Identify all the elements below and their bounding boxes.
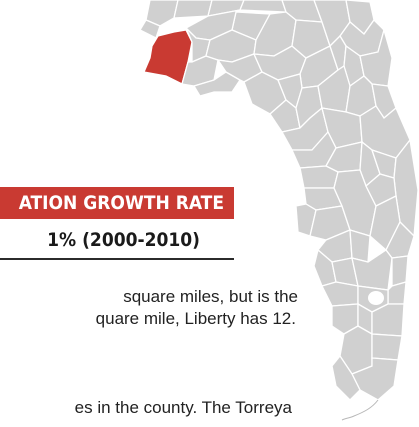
county-west-5 xyxy=(239,0,287,13)
county-west-2 xyxy=(173,0,213,19)
florida-keys xyxy=(341,399,379,421)
county-charlotte-area xyxy=(321,281,359,307)
counties xyxy=(139,0,419,401)
population-growth-rate-banner: ATION GROWTH RATE xyxy=(0,187,234,219)
county-martin-area xyxy=(387,281,407,305)
body-text-line-2: quare mile, Liberty has 12. xyxy=(95,309,296,328)
county-hardee-area xyxy=(349,229,371,263)
county-monroe-area xyxy=(331,354,361,401)
body-text-line-3: es in the county. The Torreya xyxy=(74,398,292,417)
body-text-line-1: square miles, but is the xyxy=(123,287,298,306)
county-orange-area xyxy=(365,173,397,207)
lake-okeechobee xyxy=(368,291,384,305)
county-west-1 xyxy=(145,0,179,27)
banner-label: ATION GROWTH RATE xyxy=(18,192,224,214)
growth-rate-value: 1% (2000-2010) xyxy=(0,220,234,260)
county-west-4 xyxy=(139,19,161,39)
county-palmbeach-area xyxy=(371,303,405,337)
county-broward-area xyxy=(371,333,403,361)
county-hernando-area xyxy=(299,165,339,189)
growth-rate-text: 1% (2000-2010) xyxy=(47,229,200,251)
county-miamidade-area xyxy=(351,357,399,401)
